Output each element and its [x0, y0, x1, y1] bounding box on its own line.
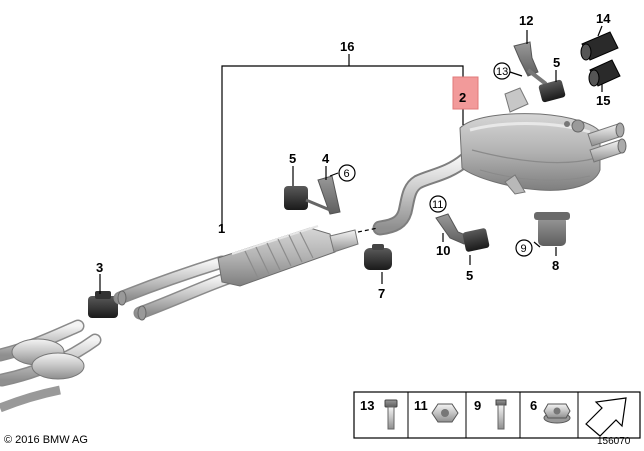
- legend-label-6: 6: [530, 398, 537, 413]
- circled-callout-9: 9: [515, 239, 533, 257]
- callout-14: 14: [596, 11, 611, 26]
- copyright-text: © 2016 BMW AG: [4, 434, 88, 446]
- legend-box: 13 11 9 6: [353, 391, 641, 439]
- callout-2-highlight: [452, 76, 479, 110]
- callout-1: 1: [218, 221, 225, 236]
- bracket-12: [513, 41, 548, 86]
- rubber-mount-3: [88, 291, 118, 318]
- svg-text:6: 6: [344, 168, 350, 180]
- callout-5-left: 5: [289, 151, 296, 166]
- screw-icon: [495, 399, 507, 430]
- bracket-11: [435, 213, 469, 245]
- callout-5-bottom: 5: [466, 268, 473, 283]
- rear-muffler: [459, 87, 627, 195]
- rubber-mount-7: [364, 244, 392, 270]
- callout-16: 16: [340, 39, 354, 54]
- rubber-mount-5-top: [538, 79, 566, 103]
- callout-8: 8: [552, 258, 559, 273]
- svg-text:13: 13: [496, 66, 508, 78]
- callout-7: 7: [378, 286, 385, 301]
- bolt-icon: [384, 399, 398, 430]
- circled-callout-11: 11: [429, 195, 447, 213]
- circled-callout-13: 13: [493, 62, 511, 80]
- rubber-mount-5-left: [284, 186, 308, 210]
- callout-12: 12: [519, 13, 533, 28]
- circled-callout-6: 6: [338, 164, 356, 182]
- front-catalytic-pipes: [0, 319, 102, 413]
- flange-nut-icon: [543, 403, 571, 424]
- svg-text:11: 11: [432, 199, 443, 211]
- legend-label-13: 13: [360, 398, 374, 413]
- exhaust-tip-14: [580, 31, 619, 61]
- legend-label-11: 11: [414, 398, 428, 413]
- rubber-mount-5-bottom: [462, 228, 490, 252]
- leader-lines: [99, 25, 603, 294]
- callout-2: 2: [459, 90, 466, 105]
- direction-arrow-icon: [585, 397, 627, 437]
- callout-labels: 16 2 12 14 5 15 5 4 1 3 7 10 5 8: [96, 11, 611, 301]
- callout-10: 10: [436, 243, 450, 258]
- center-muffler: [217, 225, 359, 287]
- exhaust-tip-15: [588, 59, 621, 87]
- middle-pipe: [357, 152, 473, 236]
- nut-icon: [431, 403, 459, 423]
- callout-3: 3: [96, 260, 103, 275]
- legend-label-9: 9: [474, 398, 481, 413]
- callout-5-top: 5: [553, 55, 560, 70]
- svg-text:9: 9: [521, 243, 527, 255]
- callout-4: 4: [322, 151, 330, 166]
- callout-15: 15: [596, 93, 610, 108]
- diagram-id: 156070: [597, 436, 631, 447]
- rubber-mount-8: [534, 212, 570, 246]
- bracket-4: [305, 175, 341, 215]
- front-pipe-section: [113, 255, 235, 321]
